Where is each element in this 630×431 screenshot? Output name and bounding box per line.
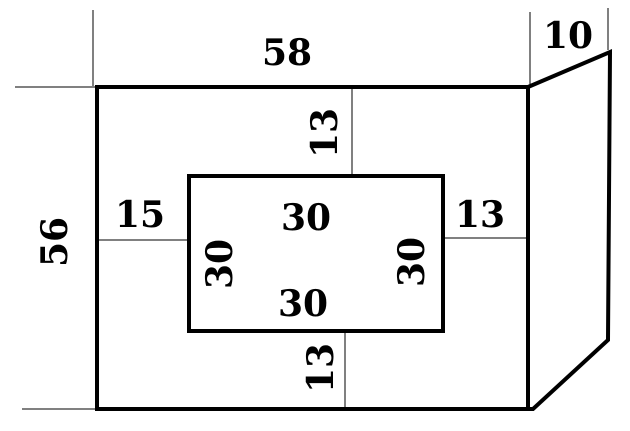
- label-outer-width: 58: [262, 32, 312, 74]
- label-inner-bottom: 30: [278, 283, 328, 325]
- label-inner-right: 30: [391, 237, 433, 287]
- outlines: [95, 48, 613, 411]
- label-gap-left: 15: [115, 194, 165, 236]
- label-gap-bottom: 13: [300, 343, 342, 393]
- label-gap-top: 13: [304, 108, 346, 158]
- extension-lines: [15, 8, 609, 410]
- label-gap-right: 13: [455, 194, 505, 236]
- label-depth: 10: [543, 15, 593, 57]
- outer-rectangle: [95, 85, 530, 411]
- depth-side-face: [527, 48, 613, 411]
- label-outer-height: 56: [34, 217, 76, 267]
- inner-rectangle: [187, 174, 445, 333]
- label-inner-left: 30: [199, 239, 241, 289]
- label-inner-top: 30: [281, 197, 331, 239]
- dimension-labels: 58 10 56 13 13 15 13 30 30 30 30: [34, 15, 593, 393]
